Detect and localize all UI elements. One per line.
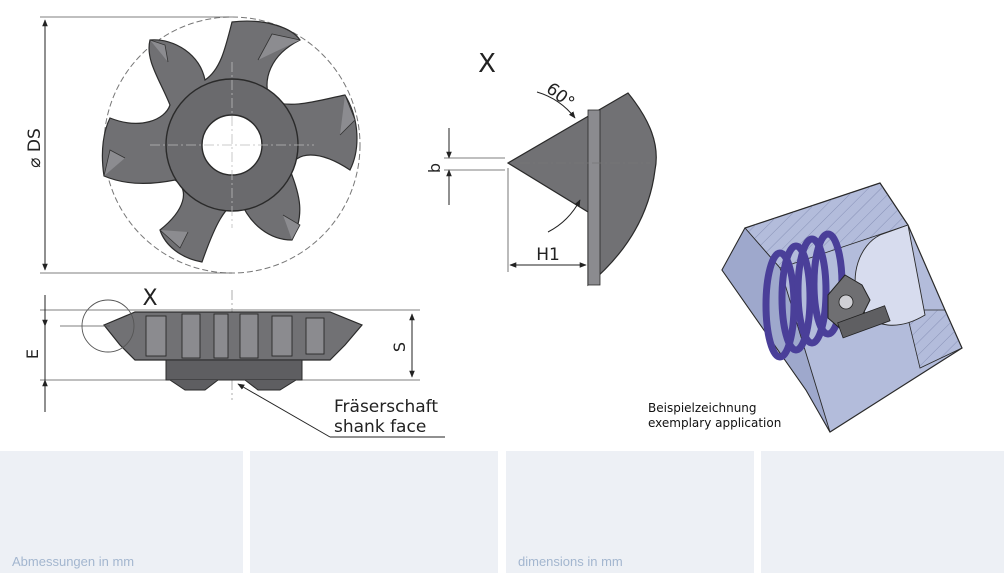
shank-face-en: shank face: [334, 417, 426, 437]
dimensions-panel-de: Abmessungen in mm: [0, 451, 243, 573]
side-body: [103, 311, 363, 361]
b-label: b: [425, 163, 444, 173]
s-label: S: [390, 342, 409, 352]
dimensions-panel-4: [761, 451, 1004, 573]
angle-label: 60°: [542, 79, 578, 113]
panel-label-de: Abmessungen in mm: [12, 554, 135, 569]
h1-label: H1: [536, 245, 560, 265]
cutter-top-view: [101, 16, 361, 274]
ds-dimension: ⌀ DS: [25, 16, 232, 274]
cutter-side-view: X Fräserschaft shank face: [40, 286, 445, 438]
example-de: Beispielzeichnung: [648, 401, 757, 415]
technical-drawing: ⌀ DS X Fräserschaft shank face E: [23, 16, 963, 438]
detail-x-label: X: [478, 49, 496, 79]
view-x-label: X: [142, 286, 157, 311]
panel-label-en: dimensions in mm: [518, 554, 623, 569]
shank-face-block: [165, 359, 303, 381]
dimensions-panel-en: dimensions in mm: [506, 451, 754, 573]
shank-face-de: Fräserschaft: [334, 397, 438, 417]
e-dimension: E: [23, 295, 48, 412]
e-label: E: [23, 349, 42, 359]
application-illustration: Beispielzeichnung exemplary application: [648, 182, 963, 433]
detail-x-view: X 60° b H1: [425, 49, 657, 287]
tooth-profile: [506, 92, 657, 287]
ds-label: ⌀ DS: [25, 128, 45, 168]
dimensions-panel-2: [250, 451, 498, 573]
example-en: exemplary application: [648, 416, 781, 430]
s-dimension: S: [390, 313, 415, 378]
